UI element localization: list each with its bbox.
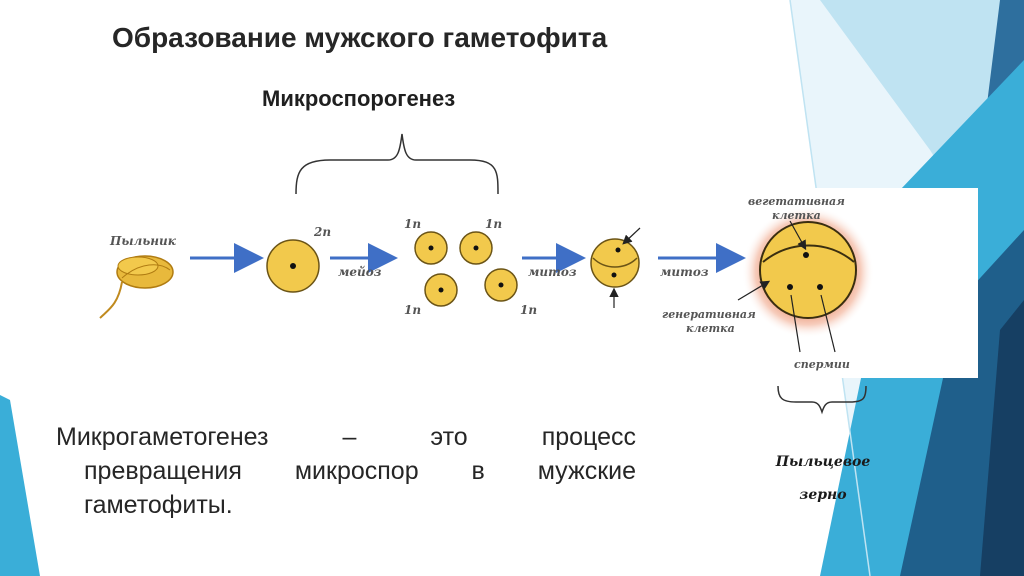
definition-line: Микрогаметогенез – это процесс: [56, 423, 636, 451]
definition-line: превращения микроспор в мужские: [84, 457, 636, 485]
mitosis-label-1: митоз: [528, 265, 577, 279]
bg-deep-shape: [980, 300, 1024, 576]
microspore-tetrad: [414, 231, 518, 307]
bg-left-bottom-shape: [0, 395, 40, 576]
pollen-grain: [737, 206, 874, 353]
ploidy-1n-label: 1n: [485, 217, 502, 231]
sperm-label: спермии: [794, 358, 850, 371]
ploidy-1n-label: 1n: [404, 303, 421, 317]
pollen-caption-line: зерно: [799, 487, 847, 503]
microsporogenesis-bracket: [295, 133, 499, 195]
bg-light-shape: [820, 0, 1024, 300]
vegetative-cell-label: вегетативная: [748, 195, 845, 208]
definition-paragraph: Микрогаметогенез – это процесс превращен…: [56, 420, 636, 522]
definition-line: гаметофиты.: [84, 491, 233, 519]
pollen-caption-line: Пыльцевое: [775, 454, 871, 470]
slide-title: Образование мужского гаметофита: [112, 22, 608, 53]
pollen-grain-caption: Пыльцевое зерно: [748, 446, 898, 512]
pollen-bracket: [777, 385, 867, 415]
mitosis-label-2: митоз: [660, 265, 709, 279]
generative-cell-label: генеративная: [662, 308, 756, 321]
anther-icon: [99, 255, 174, 319]
ploidy-1n-label: 1n: [404, 217, 421, 231]
ploidy-2n-label: 2n: [313, 225, 331, 239]
anther-label: Пыльник: [109, 234, 177, 248]
dividing-microspore: [590, 227, 641, 308]
ploidy-1n-label: 1n: [520, 303, 537, 317]
mother-cell-nucleus: [290, 263, 296, 269]
slide-subtitle: Микроспорогенез: [262, 86, 456, 111]
vegetative-cell-label: клетка: [772, 209, 821, 222]
generative-cell-label: клетка: [686, 322, 735, 335]
meiosis-label: мейоз: [338, 265, 382, 279]
